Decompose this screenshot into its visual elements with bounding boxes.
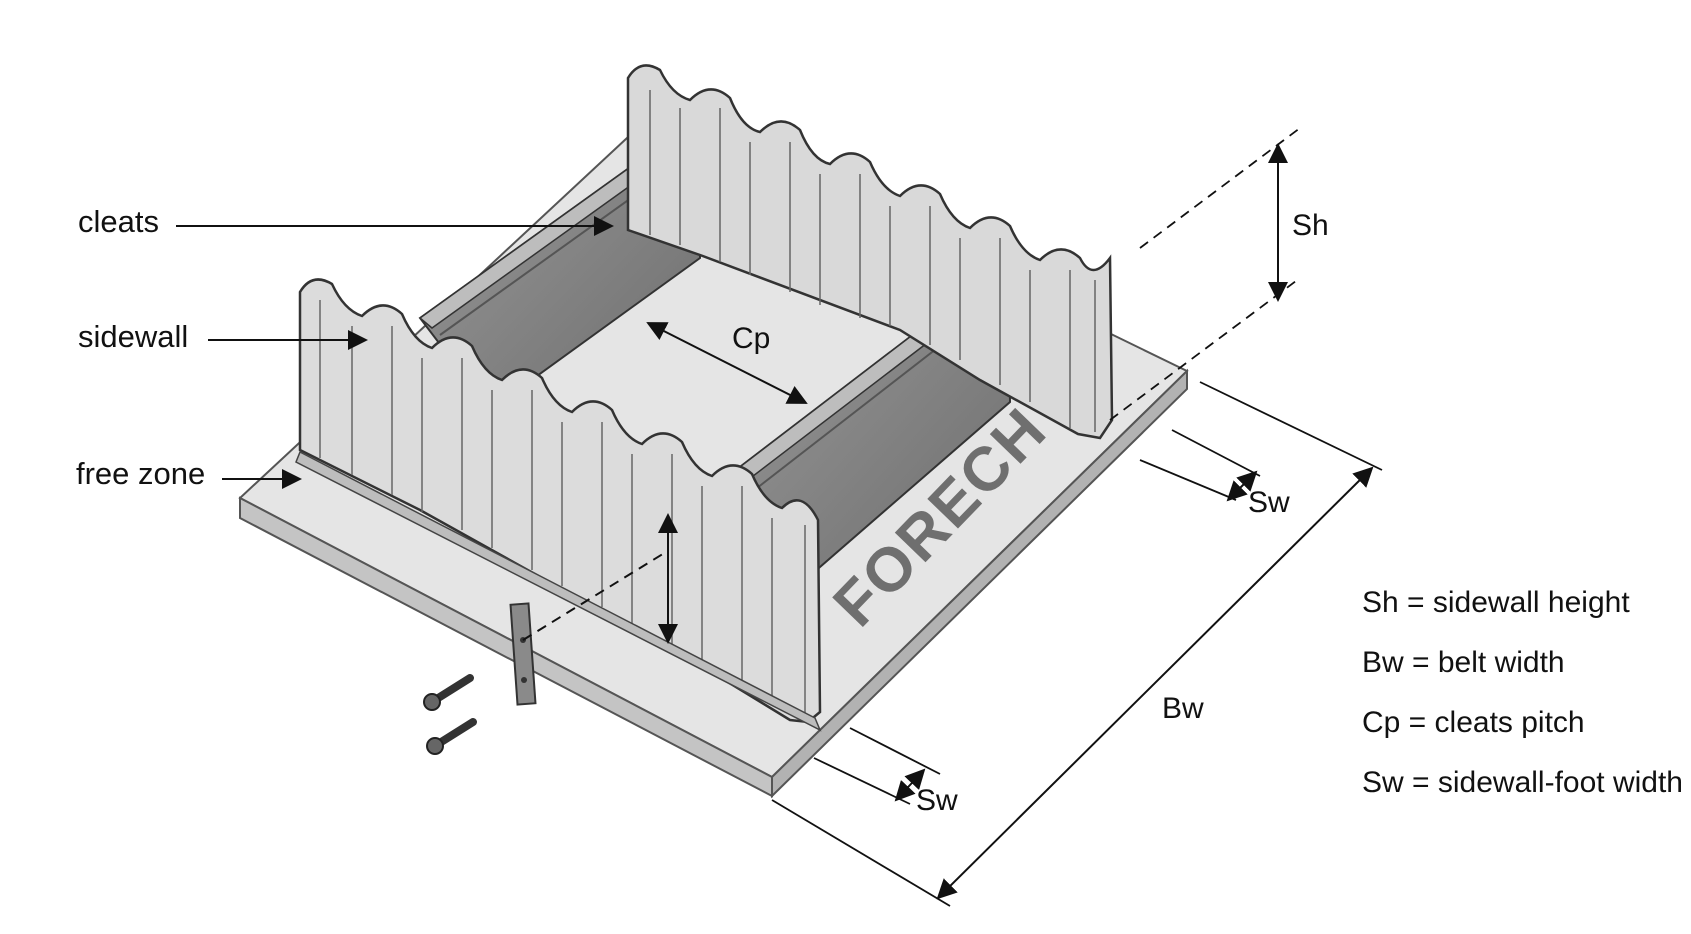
dim-sw-front-ext-2 <box>813 757 911 805</box>
label-free-zone: free zone <box>76 456 205 491</box>
screw-axis-line <box>522 551 667 641</box>
sidewall-back <box>626 64 1114 440</box>
fastening-plate <box>509 602 537 706</box>
dim-sh-ext-bottom <box>1109 277 1301 421</box>
dim-bw-ext-right <box>1199 381 1383 471</box>
dim-bw-line <box>936 466 1374 900</box>
dim-sw-back-ext-1 <box>1171 429 1261 477</box>
label-sw-back: Sw <box>1248 486 1290 519</box>
label-sidewall: sidewall <box>78 319 188 354</box>
dim-sw-front-line <box>894 768 926 802</box>
legend-bw: Bw = belt width <box>1362 646 1565 679</box>
dim-sw-back-ext-2 <box>1139 459 1237 501</box>
legend: Sh = sidewall height Bw = belt width Cp … <box>1362 586 1683 799</box>
dim-bw-ext-left <box>771 799 951 907</box>
dim-sh-ext-top <box>1139 127 1301 249</box>
plate-hole-bottom <box>521 677 527 683</box>
label-cp: Cp <box>732 322 770 355</box>
label-cleats: cleats <box>78 204 159 239</box>
label-sw-front: Sw <box>916 784 958 817</box>
label-bw: Bw <box>1162 692 1204 725</box>
dim-cp-line <box>646 322 808 404</box>
legend-sh: Sh = sidewall height <box>1362 586 1630 619</box>
screw-bottom <box>426 718 477 755</box>
dim-sw-front-ext-1 <box>849 727 941 775</box>
sidewall-front-foot <box>295 450 822 732</box>
legend-cp: Cp = cleats pitch <box>1362 706 1585 739</box>
legend-sw: Sw = sidewall-foot width <box>1362 766 1683 799</box>
sidewall-back-pleats <box>649 90 1096 432</box>
sidewall-front-body <box>298 278 822 724</box>
label-sh: Sh <box>1292 209 1329 242</box>
dim-sw-back-line <box>1226 470 1258 502</box>
screw-top <box>423 674 474 711</box>
sidewall-back-body <box>626 64 1114 440</box>
